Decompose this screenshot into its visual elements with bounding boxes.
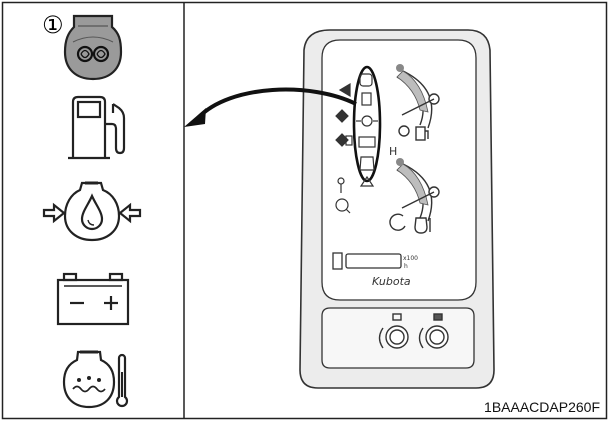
- hour-meter-unit: h: [404, 263, 408, 270]
- fuel-gauge: [396, 64, 440, 141]
- figure-code: 1BAAACDAP260F: [484, 399, 600, 415]
- hour-marker-h: H: [389, 145, 397, 158]
- hour-meter-multiplier: x100: [403, 255, 418, 262]
- callout-arrow: [184, 87, 357, 127]
- engine-oil-pressure-icon: [42, 181, 142, 242]
- warning-lamp-column: [356, 73, 378, 187]
- warning-lamp-highlight: [352, 65, 382, 183]
- battery-charge-icon: [56, 272, 130, 326]
- right-switch-knob: [418, 313, 449, 349]
- fuel-level-icon: [68, 95, 126, 160]
- brand-logo: Kubota: [372, 275, 411, 288]
- coolant-temperature-icon: [62, 350, 129, 409]
- hour-meter: [332, 252, 402, 270]
- callout-number: ①: [42, 11, 64, 39]
- left-indicator-symbols: [335, 82, 353, 214]
- left-switch-knob: [378, 313, 409, 349]
- temperature-gauge: [389, 158, 440, 234]
- glow-plug-indicator-icon: [63, 14, 123, 81]
